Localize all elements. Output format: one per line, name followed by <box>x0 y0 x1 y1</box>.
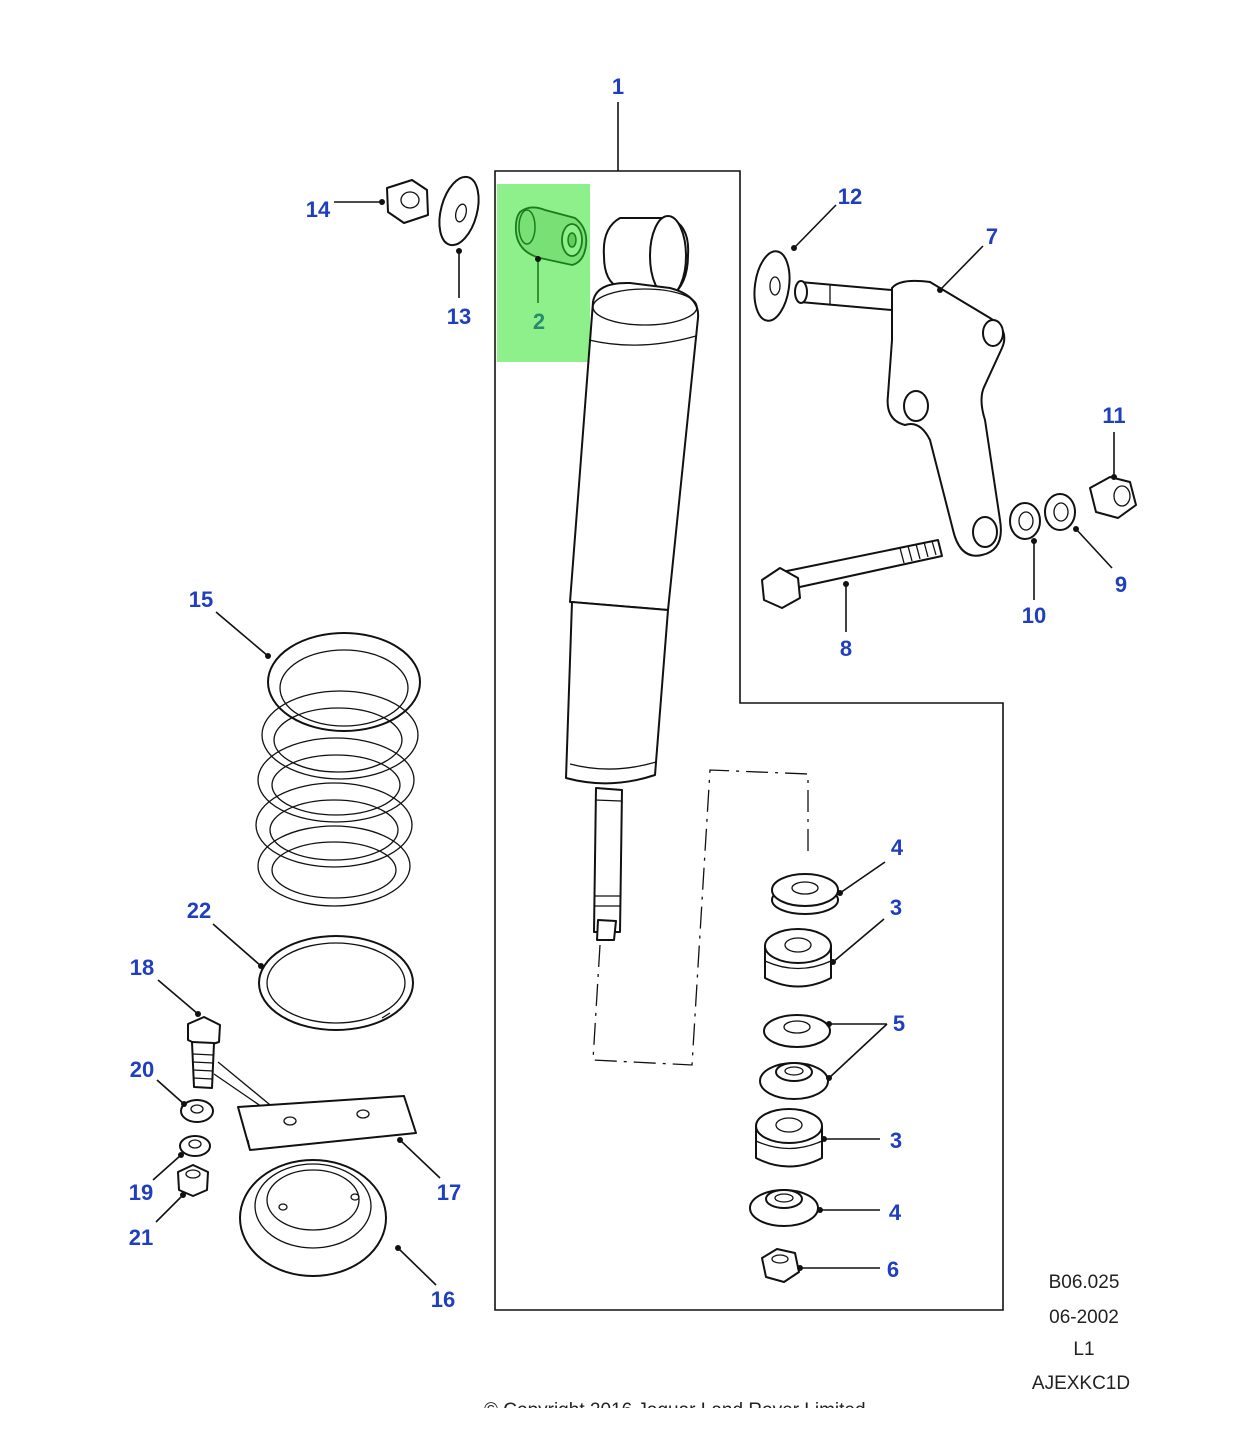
part-4-cup-washer-upper[interactable] <box>771 873 839 915</box>
callout-6[interactable]: 6 <box>887 1257 899 1282</box>
leader-21 <box>155 1194 184 1223</box>
leader-3-upper <box>832 918 885 963</box>
leader-7 <box>939 245 984 291</box>
callout-4-lower[interactable]: 4 <box>889 1200 902 1225</box>
reference-level: L1 <box>1073 1339 1094 1360</box>
part-15-coil-spring[interactable] <box>255 632 421 907</box>
callout-5[interactable]: 5 <box>893 1011 905 1036</box>
copyright-notice: © Copyright 2016 Jaguar Land Rover Limit… <box>484 1400 866 1421</box>
callout-20[interactable]: 20 <box>130 1057 154 1082</box>
callout-13[interactable]: 13 <box>447 304 471 329</box>
callout-22[interactable]: 22 <box>187 898 211 923</box>
part-21-nut[interactable] <box>177 1164 209 1197</box>
callout-8[interactable]: 8 <box>840 636 852 661</box>
part-9-washer[interactable] <box>1044 493 1076 531</box>
leader-4-upper <box>839 861 886 894</box>
callout-12[interactable]: 12 <box>838 184 862 209</box>
part-8-bolt[interactable] <box>761 539 943 609</box>
callout-11[interactable]: 11 <box>1102 403 1125 428</box>
leader-5b <box>828 1023 888 1079</box>
leader-15 <box>215 611 269 657</box>
part-11-nut[interactable] <box>1089 476 1137 519</box>
part-17-plate[interactable] <box>237 1095 417 1151</box>
leader-20 <box>156 1079 185 1105</box>
callout-1[interactable]: 1 <box>612 74 624 99</box>
part-20-washer[interactable] <box>180 1099 214 1123</box>
callout-3-upper[interactable]: 3 <box>890 895 902 920</box>
part-14-nut[interactable] <box>386 179 429 224</box>
part-18-bolt[interactable] <box>187 1016 221 1089</box>
part-6-nut[interactable] <box>761 1248 800 1283</box>
leader-16 <box>397 1247 437 1286</box>
callout-21[interactable]: 21 <box>129 1225 153 1250</box>
reference-code: B06.025 <box>1049 1272 1120 1293</box>
callout-15[interactable]: 15 <box>189 587 213 612</box>
part-1-shock-absorber[interactable] <box>565 215 700 941</box>
callout-10[interactable]: 10 <box>1022 603 1046 628</box>
assembly-group-outline <box>494 170 1004 1311</box>
part-7-bracket[interactable] <box>794 279 1006 557</box>
callout-17[interactable]: 17 <box>437 1180 461 1205</box>
callout-4-upper[interactable]: 4 <box>891 835 904 860</box>
callout-16[interactable]: 16 <box>431 1287 455 1312</box>
part-12-washer[interactable] <box>750 249 793 323</box>
leader-19 <box>152 1154 182 1181</box>
part-22-ring[interactable] <box>258 935 414 1031</box>
reference-date: 06-2002 <box>1049 1307 1119 1328</box>
callout-3-lower[interactable]: 3 <box>890 1128 902 1153</box>
leader-12 <box>793 204 837 249</box>
reference-id: AJEXKC1D <box>1032 1373 1130 1394</box>
leader-18 <box>157 979 199 1015</box>
part-19-washer[interactable] <box>179 1135 211 1157</box>
part-3-rubber-bush-lower[interactable] <box>755 1108 823 1168</box>
callout-14[interactable]: 14 <box>306 197 331 222</box>
leader-22 <box>212 923 262 967</box>
part-3-rubber-bush-upper[interactable] <box>764 928 832 988</box>
dash-dot-alignment-line <box>592 769 809 1066</box>
callout-2[interactable]: 2 <box>533 309 545 334</box>
callout-18[interactable]: 18 <box>130 955 154 980</box>
part-4-cup-washer-lower[interactable] <box>749 1189 819 1227</box>
part-16-spring-seat[interactable] <box>239 1159 387 1277</box>
part-5-washer-upper[interactable] <box>763 1014 831 1048</box>
part-13-washer[interactable] <box>433 173 486 250</box>
part-2-bush[interactable] <box>514 206 588 266</box>
leader-17 <box>399 1139 441 1179</box>
part-10-washer[interactable] <box>1009 502 1041 540</box>
leader-9 <box>1075 528 1113 569</box>
part-5-washer-lower[interactable] <box>759 1062 829 1100</box>
callout-9[interactable]: 9 <box>1115 572 1127 597</box>
callout-7[interactable]: 7 <box>986 224 998 249</box>
callout-19[interactable]: 19 <box>129 1180 153 1205</box>
